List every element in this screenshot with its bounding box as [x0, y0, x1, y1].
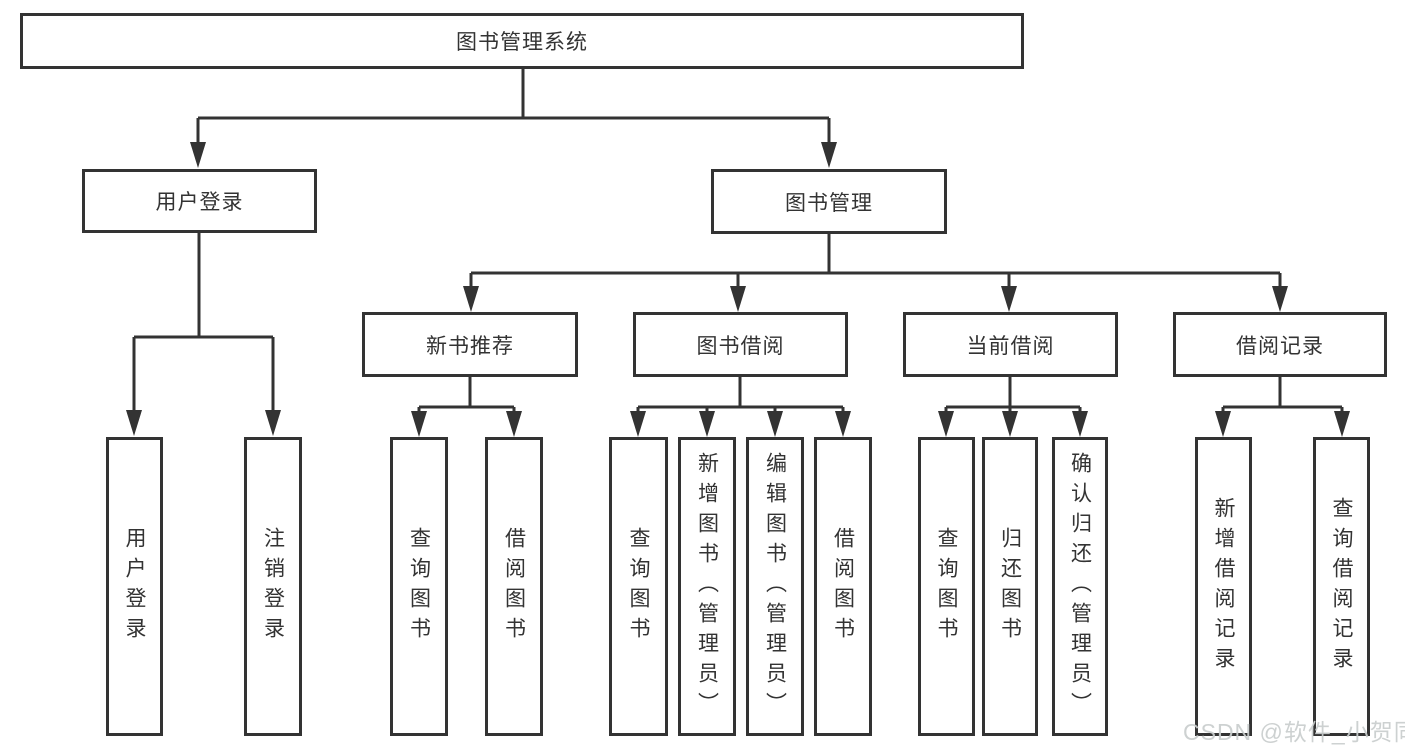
arrowhead: [1272, 286, 1288, 312]
arrowhead: [699, 411, 715, 437]
leaf-cb-query-books: 查询图书: [918, 437, 975, 736]
node-current-borrow: 当前借阅: [903, 312, 1118, 377]
node-root: 图书管理系统: [20, 13, 1024, 69]
connectors-root-to-level2: [190, 69, 837, 168]
leaf-nb-query-books: 查询图书: [390, 437, 448, 736]
arrowhead: [463, 286, 479, 312]
arrowhead: [506, 411, 522, 437]
connectors-user-login-subtree: [126, 233, 281, 436]
arrowhead: [630, 411, 646, 437]
connectors-current-borrow-subtree: [938, 377, 1088, 437]
arrowhead: [126, 410, 142, 436]
node-book-borrow: 图书借阅: [633, 312, 848, 377]
arrowhead: [767, 411, 783, 437]
leaf-br-query-record: 查询借阅记录: [1313, 437, 1370, 736]
leaf-cb-confirm-return-admin: 确认归还（管理员）: [1052, 437, 1108, 736]
leaf-nb-borrow-books: 借阅图书: [485, 437, 543, 736]
arrowhead: [938, 411, 954, 437]
arrowhead: [411, 411, 427, 437]
leaf-bb-edit-books-admin: 编辑图书（管理员）: [746, 437, 804, 736]
arrowhead: [835, 411, 851, 437]
leaf-bb-add-books-admin: 新增图书（管理员）: [678, 437, 736, 736]
csdn-watermark: CSDN @软件_小贺同学: [1183, 719, 1405, 745]
arrowhead: [821, 142, 837, 168]
node-borrow-records: 借阅记录: [1173, 312, 1387, 377]
arrowhead: [1002, 411, 1018, 437]
leaf-bb-borrow-books: 借阅图书: [814, 437, 872, 736]
arrowhead: [190, 142, 206, 168]
arrowhead: [1072, 411, 1088, 437]
leaf-bb-query-books: 查询图书: [609, 437, 668, 736]
connectors-new-book-rec-subtree: [411, 377, 522, 437]
connectors-borrow-records-subtree: [1215, 377, 1350, 437]
arrowhead: [1215, 411, 1231, 437]
leaf-user-login: 用户登录: [106, 437, 163, 736]
node-new-book-rec: 新书推荐: [362, 312, 578, 377]
node-user-login: 用户登录: [82, 169, 317, 233]
leaf-br-add-record: 新增借阅记录: [1195, 437, 1252, 736]
connectors-book-mgmt-to-level3: [463, 234, 1288, 312]
leaf-logout: 注销登录: [244, 437, 302, 736]
leaf-cb-return-books: 归还图书: [982, 437, 1038, 736]
arrowhead: [730, 286, 746, 312]
arrowhead: [1334, 411, 1350, 437]
arrowhead: [1001, 286, 1017, 312]
connectors-book-borrow-subtree: [630, 377, 851, 437]
arrowhead: [265, 410, 281, 436]
node-book-mgmt: 图书管理: [711, 169, 947, 234]
